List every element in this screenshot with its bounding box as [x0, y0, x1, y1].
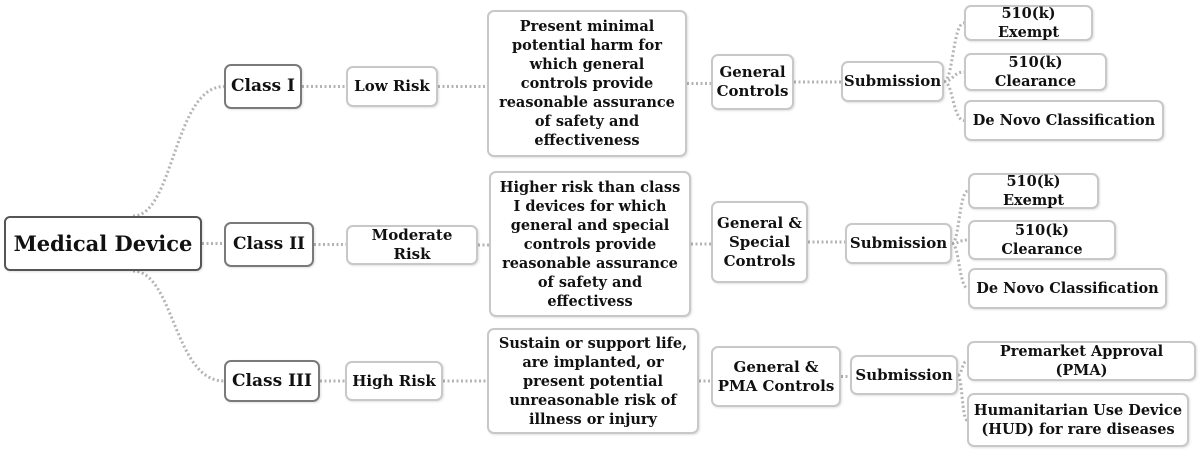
controls-node-2: General & Special Controls — [711, 201, 808, 283]
pathway-node-2-2: 510(k) Clearance — [968, 220, 1116, 260]
description-node-1: Present minimal potential harm for which… — [487, 10, 687, 157]
risk-node-2: Moderate Risk — [346, 225, 478, 265]
pathway-node-1-1: 510(k) Exempt — [964, 5, 1093, 41]
root-node-medical-device: Medical Device — [4, 216, 202, 271]
connector-submission-2-3 — [950, 242, 969, 290]
class-node-2: Class II — [224, 222, 314, 267]
class-node-3: Class III — [224, 360, 320, 402]
description-node-3: Sustain or support life, are implanted, … — [487, 328, 699, 434]
connector-submission-1-1 — [943, 21, 965, 83]
submission-node-3: Submission — [850, 355, 958, 395]
connector-submission-1-3 — [943, 80, 965, 122]
pathway-node-3-2: Humanitarian Use Device (HUD) for rare d… — [967, 393, 1189, 447]
description-node-2: Higher risk than class I devices for whi… — [489, 171, 691, 317]
controls-node-3: General & PMA Controls — [711, 346, 841, 407]
submission-node-1: Submission — [841, 61, 944, 102]
controls-node-1: General Controls — [711, 54, 794, 110]
pathway-node-1-3: De Novo Classification — [964, 100, 1164, 141]
connector-submission-3-2 — [956, 373, 969, 422]
class-node-1: Class I — [224, 64, 302, 109]
pathway-node-3-1: Premarket Approval (PMA) — [967, 341, 1196, 381]
pathway-node-2-3: De Novo Classification — [968, 268, 1167, 309]
connector-root-class-3 — [132, 269, 225, 383]
submission-node-2: Submission — [845, 223, 952, 264]
connector-root-class-1 — [132, 85, 225, 218]
pathway-node-2-1: 510(k) Exempt — [968, 173, 1099, 209]
connector-submission-2-2 — [951, 238, 969, 245]
risk-node-3: High Risk — [345, 361, 443, 401]
connector-submission-2-1 — [950, 189, 969, 245]
risk-node-1: Low Risk — [346, 66, 438, 107]
pathway-node-1-2: 510(k) Clearance — [964, 53, 1107, 91]
connector-submission-3-1 — [957, 359, 968, 377]
